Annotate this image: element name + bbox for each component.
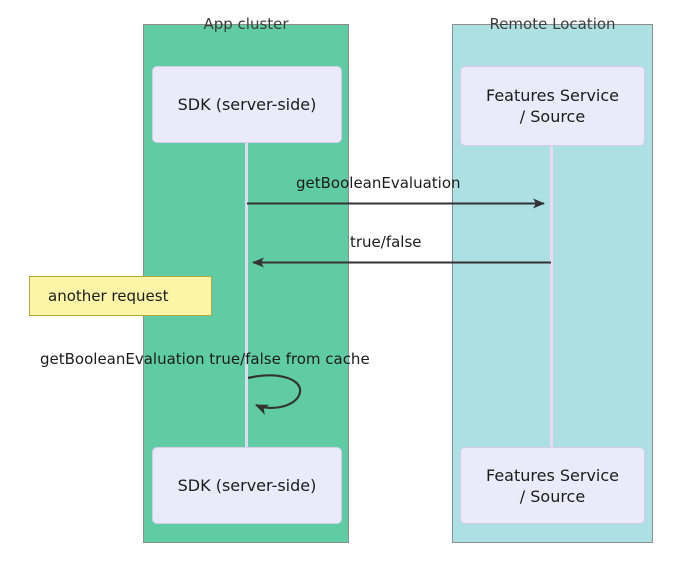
participant-sdk-top[interactable]: SDK (server-side) — [152, 66, 342, 143]
message-label-get-boolean-evaluation: getBooleanEvaluation — [296, 174, 461, 192]
participant-features-service-bottom[interactable]: Features Service / Source — [460, 447, 645, 524]
group-title-app-cluster: App cluster — [203, 15, 289, 33]
group-title-remote-location: Remote Location — [489, 15, 616, 33]
participant-features-service-top[interactable]: Features Service / Source — [460, 66, 645, 146]
note-another-request[interactable]: another request — [29, 276, 212, 316]
participant-sdk-bottom[interactable]: SDK (server-side) — [152, 447, 342, 524]
message-label-true-false: true/false — [350, 233, 422, 251]
lifeline-features-service — [550, 142, 553, 447]
lifeline-sdk — [245, 142, 248, 447]
message-label-from-cache: getBooleanEvaluation true/false from cac… — [40, 350, 370, 368]
